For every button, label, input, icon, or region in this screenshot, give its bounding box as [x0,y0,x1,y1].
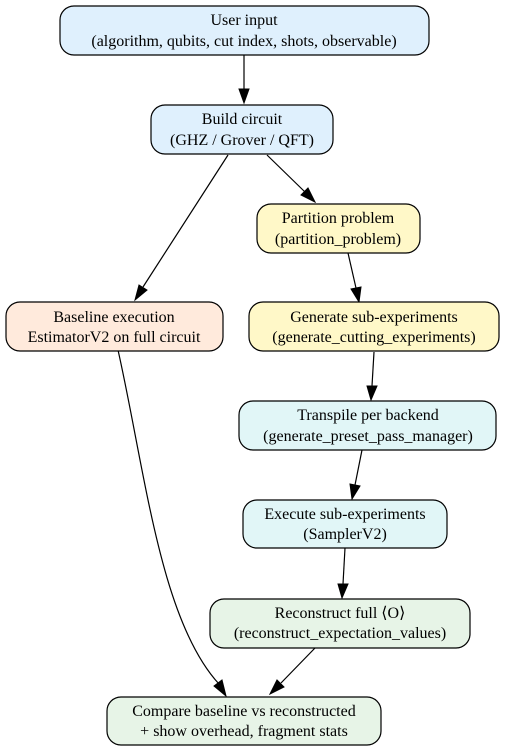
node-transpile-per-backend-detail: (generate_preset_pass_manager) [263,428,473,445]
edge-generate-to-transpile [371,351,375,387]
node-user-input-box [59,5,430,56]
node-execute-sub-experiments-detail: (SamplerV2) [303,526,387,543]
node-transpile-per-backend-box [238,400,497,451]
node-build-circuit: Build circuit (GHZ / Grover / QFT) [150,104,334,155]
node-compare-results: Compare baseline vs reconstructed + show… [106,696,382,746]
edge-build-to-partition [266,154,306,193]
edge-transpile-to-execute [354,449,363,486]
node-user-input-detail: (algorithm, qubits, cut index, shots, ob… [91,33,396,50]
node-transpile-per-backend-title: Transpile per backend [297,407,439,424]
node-build-circuit-title: Build circuit [202,111,283,128]
node-execute-sub-experiments-box [242,499,448,549]
node-generate-sub-experiments-box [248,301,500,352]
arrowhead-reconstruct-to-compare [268,679,285,696]
arrowhead-execute-to-reconstruct [337,583,349,600]
node-partition-problem-detail: (partition_problem) [275,231,401,248]
node-baseline-execution: Baseline execution EstimatorV2 on full c… [5,301,224,352]
edge-reconstruct-to-compare [280,647,316,684]
node-generate-sub-experiments-detail: (generate_cutting_experiments) [272,329,475,346]
arrowhead-partition-to-generate [350,286,362,304]
edge-partition-to-generate [347,252,357,289]
node-compare-results-title: Compare baseline vs reconstructed [132,703,355,720]
node-build-circuit-box [150,104,334,155]
node-user-input-title: User input [210,12,278,29]
arrowhead-build-to-partition [300,187,317,204]
arrowhead-build-to-baseline [134,284,148,302]
node-generate-sub-experiments-title: Generate sub-experiments [290,309,457,326]
edge-build-to-baseline [142,154,229,288]
node-baseline-execution-title: Baseline execution [53,309,174,326]
edge-execute-to-reconstruct [342,547,346,585]
node-partition-problem: Partition problem (partition_problem) [256,203,421,254]
node-compare-results-detail: + show overhead, fragment stats [140,723,348,740]
node-baseline-execution-detail: EstimatorV2 on full circuit [28,329,201,346]
arrowhead-baseline-to-compare [213,679,227,698]
node-reconstruct-full-box [209,598,471,649]
node-baseline-execution-box [5,301,224,352]
node-generate-sub-experiments: Generate sub-experiments (generate_cutti… [248,301,500,352]
arrowhead-transpile-to-execute [349,483,361,501]
node-execute-sub-experiments-title: Execute sub-experiments [264,506,425,523]
arrowhead-input-to-build [238,88,250,105]
node-reconstruct-full: Reconstruct full ⟨O⟩ (reconstruct_expect… [209,598,471,649]
node-partition-problem-title: Partition problem [282,210,395,227]
node-execute-sub-experiments: Execute sub-experiments (SamplerV2) [242,499,448,549]
node-partition-problem-box [256,203,421,254]
node-reconstruct-full-title: Reconstruct full ⟨O⟩ [275,605,406,622]
node-reconstruct-full-detail: (reconstruct_expectation_values) [234,625,446,642]
node-compare-results-box [106,696,382,746]
node-transpile-per-backend: Transpile per backend (generate_preset_p… [238,400,497,451]
edge-baseline-to-compare [117,349,220,685]
node-user-input: User input (algorithm, qubits, cut index… [59,5,430,56]
arrowhead-generate-to-transpile [366,385,378,402]
node-build-circuit-detail: (GHZ / Grover / QFT) [170,132,314,149]
edges [117,55,378,698]
